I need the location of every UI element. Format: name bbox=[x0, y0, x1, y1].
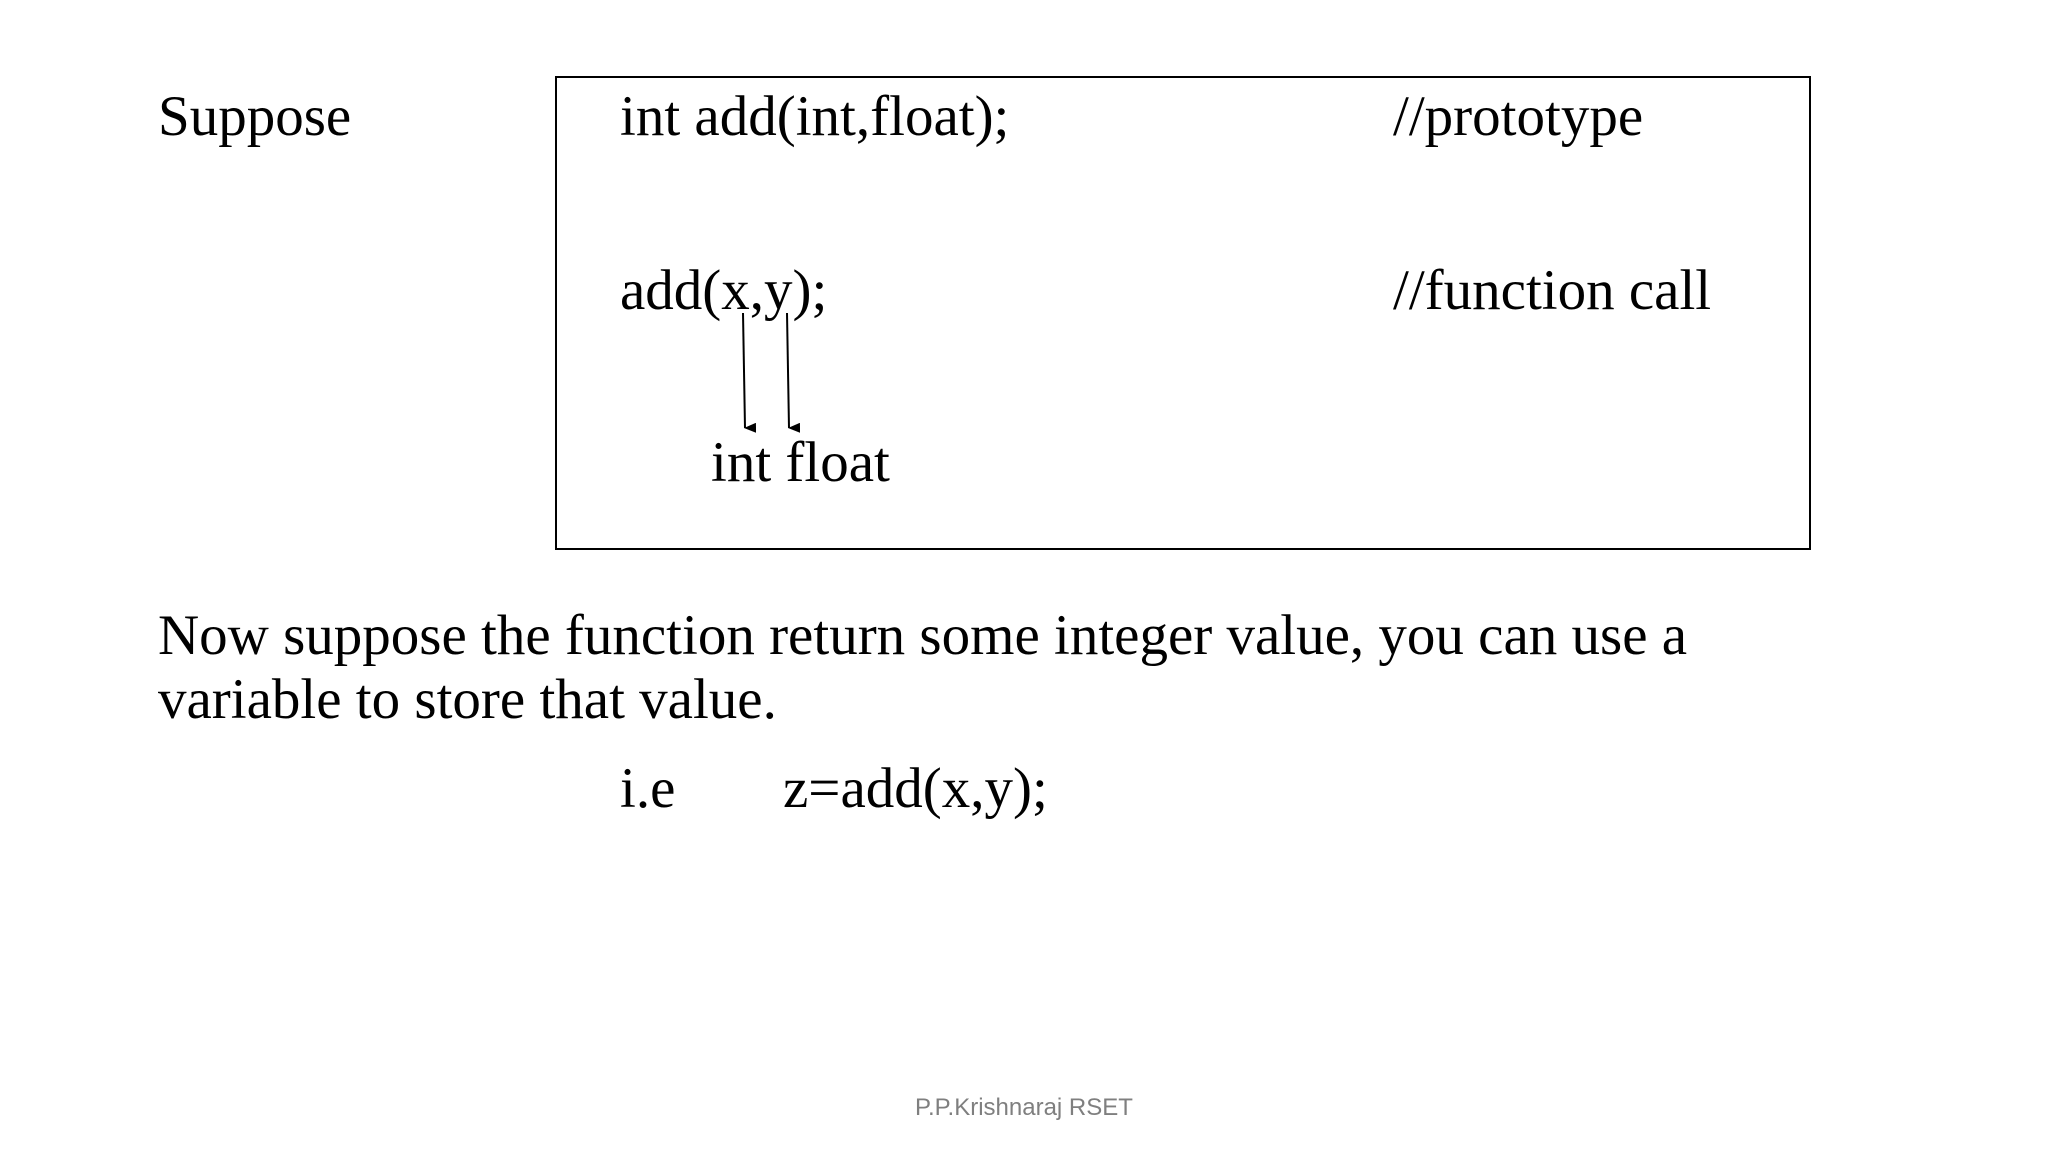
explanation-paragraph: Now suppose the function return some int… bbox=[158, 604, 1858, 732]
example-prefix: i.e bbox=[620, 757, 676, 820]
prototype-comment: //prototype bbox=[1393, 85, 1644, 148]
example-code: z=add(x,y); bbox=[783, 757, 1048, 820]
suppose-label: Suppose bbox=[158, 85, 352, 148]
explanation-line-1: Now suppose the function return some int… bbox=[158, 604, 1688, 667]
code-example-box bbox=[555, 76, 1811, 550]
parameter-types: int float bbox=[711, 431, 890, 494]
footer-author: P.P.Krishnaraj RSET bbox=[915, 1094, 1133, 1121]
explanation-line-2: variable to store that value. bbox=[158, 668, 777, 731]
prototype-code: int add(int,float); bbox=[620, 85, 1010, 148]
function-call-code: add(x,y); bbox=[620, 259, 828, 322]
function-call-comment: //function call bbox=[1393, 259, 1712, 322]
